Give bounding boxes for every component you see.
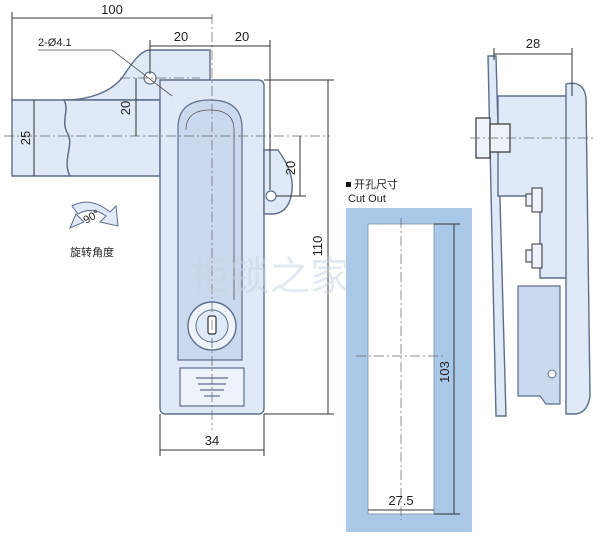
cutout-view: 开孔尺寸 Cut Out 103 27.5: [346, 177, 472, 532]
dim-top-right-label: 20: [235, 29, 249, 44]
right-lug: [263, 149, 293, 215]
dim-left-height-label: 25: [18, 131, 33, 145]
right-lug-hole: [265, 190, 277, 202]
arm-body: [62, 99, 161, 177]
rotation-caption: 旋转角度: [70, 245, 114, 259]
side-view: 28: [470, 36, 596, 417]
dim-hole-vertical-label: 20: [118, 101, 133, 115]
cutout-title: 开孔尺寸: [354, 177, 398, 191]
cutout-height-label: 103: [437, 361, 452, 383]
watermark: 柜锁之家: [190, 254, 350, 300]
dim-height-label: 110: [310, 236, 325, 257]
side-depth-label: 28: [526, 36, 540, 51]
dim-bottom-width-label: 34: [205, 433, 219, 448]
side-cover: [565, 82, 591, 415]
side-screw-lower: [525, 243, 543, 269]
handle-inner-line: [185, 109, 235, 300]
hole-callout-label: 2-Ø4.1: [38, 37, 72, 49]
dim-top-mid-label: 20: [174, 29, 188, 44]
side-latch-hole: [547, 369, 557, 379]
cutout-subtitle: Cut Out: [348, 193, 386, 205]
handle-slot: [177, 99, 243, 361]
cutout-width-label: 27.5: [388, 493, 413, 508]
front-view: 100 20 20 2-Ø4.1 25 20 20 110 34: [4, 2, 334, 456]
dim-right-hole-label: 20: [283, 161, 298, 175]
dim-width-total-label: 100: [101, 2, 123, 17]
rotation-arrow-icon: [69, 201, 119, 229]
cutout-title-bullet: [346, 182, 351, 187]
side-latch: [517, 285, 561, 405]
side-screw-upper: [525, 187, 543, 213]
hole-callout-leader: [111, 49, 173, 97]
